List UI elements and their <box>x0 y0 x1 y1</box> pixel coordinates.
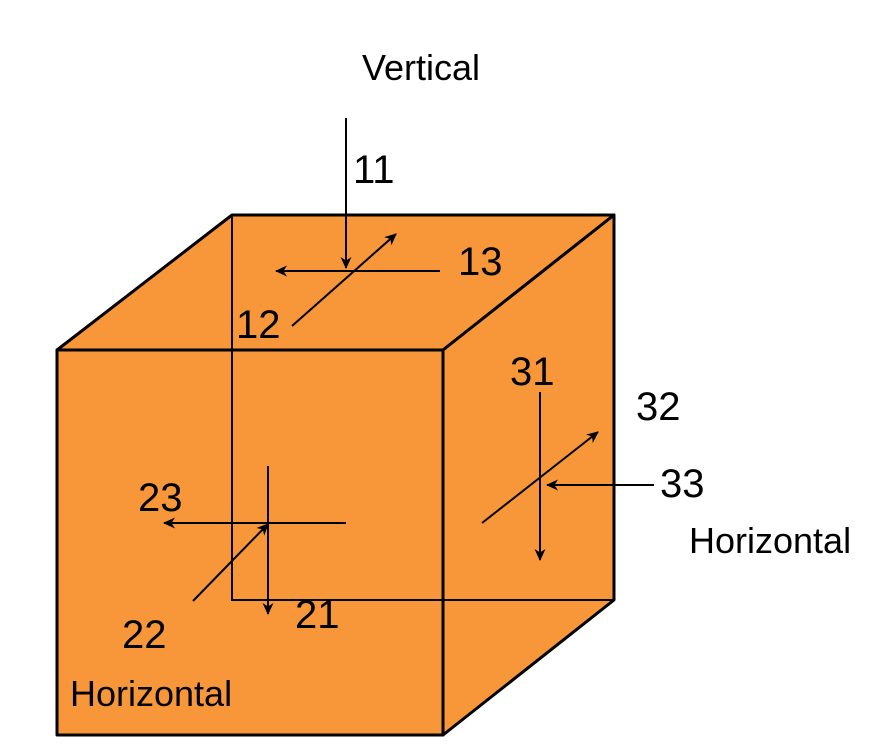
component-32: 32 <box>636 385 681 429</box>
top-face-arrows <box>275 118 440 327</box>
label-horizontal-front: Horizontal <box>70 673 232 714</box>
label-horizontal-side: Horizontal <box>689 520 851 561</box>
component-11: 11 <box>353 148 395 192</box>
arrow-22 <box>192 523 269 602</box>
arrow-32 <box>481 431 599 524</box>
cube-hidden-edges <box>231 215 614 601</box>
side-face-arrows <box>481 392 654 561</box>
component-23: 23 <box>138 476 183 520</box>
component-33: 33 <box>660 462 705 506</box>
component-31: 31 <box>510 350 555 394</box>
component-22: 22 <box>122 613 167 657</box>
component-13: 13 <box>458 240 503 284</box>
arrow-12 <box>291 233 397 327</box>
labels: Vertical Horizontal Horizontal 11 12 13 … <box>70 47 851 714</box>
front-face-arrows <box>163 466 346 615</box>
component-21: 21 <box>295 593 340 637</box>
cube <box>55 213 616 737</box>
label-vertical: Vertical <box>362 47 480 88</box>
component-12: 12 <box>236 303 281 347</box>
